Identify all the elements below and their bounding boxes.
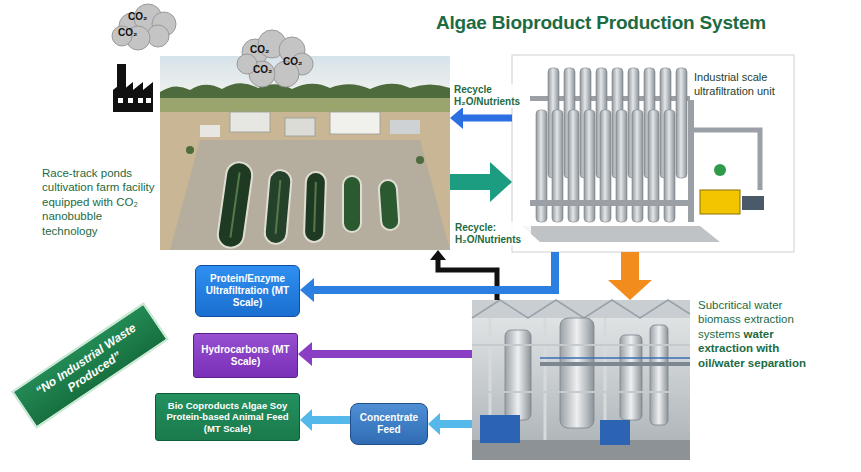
- factory-icon: [113, 64, 153, 112]
- arrow-head: [300, 278, 314, 302]
- photo-caption: Industrial scale ultrafiltration unit: [694, 71, 775, 97]
- flow-arrow: [300, 252, 555, 302]
- flow-arrow: [300, 409, 350, 431]
- flow-arrow: [298, 342, 472, 366]
- arrow-shaft: [311, 416, 350, 424]
- smoke-cloud: [237, 30, 313, 87]
- ultrafiltration-unit: Industrial scale ultrafiltration unit: [512, 55, 794, 252]
- box-label: Bio Coproducts Algae Soy Protein-based A…: [161, 400, 294, 434]
- caption-block: Subcritical water biomass extraction sys…: [698, 298, 810, 370]
- pond-photo: Race-track ponds cultivation farm facili…: [160, 56, 450, 250]
- photo-caption: Race-track ponds cultivation farm facili…: [42, 167, 154, 237]
- arrow-head: [608, 280, 652, 300]
- product-box: Protein/Enzyme Ultrafiltration (MT Scale…: [195, 265, 300, 317]
- extraction-system: Subcritical water biomass extraction sys…: [472, 300, 690, 460]
- smoke-cloud: [112, 4, 176, 50]
- box-label: Concentrate Feed: [356, 412, 422, 436]
- arrow-head: [428, 413, 440, 435]
- arrow-shaft: [462, 115, 512, 122]
- flow-arrow: [450, 107, 512, 129]
- co2-label: CO₂: [128, 11, 147, 22]
- flow-arrow: [428, 413, 472, 435]
- caption-block: Race-track ponds cultivation farm facili…: [42, 166, 156, 238]
- box-label: Protein/Enzyme Ultrafiltration (MT Scale…: [201, 273, 294, 309]
- arrow-shaft: [621, 252, 639, 281]
- diagram-title: Algae Bioproduct Production System: [436, 12, 766, 34]
- co2-label: CO₂: [253, 64, 272, 75]
- arrow-shaft: [450, 174, 491, 190]
- co2-label: CO₂: [283, 56, 302, 67]
- ultrafiltration-illustration: [512, 55, 794, 252]
- arrow-shaft: [313, 252, 555, 290]
- pond-photo: [160, 56, 450, 250]
- arrow-head: [298, 342, 312, 366]
- edge-label: Recycle: H₂O/Nutrients: [453, 222, 531, 246]
- process-box: Concentrate Feed: [350, 403, 428, 445]
- arrow-head: [300, 409, 312, 431]
- extraction-photo: [472, 300, 690, 460]
- arrow-shaft: [311, 350, 472, 358]
- arrow-head: [430, 250, 446, 260]
- arrow-shaft: [439, 420, 472, 428]
- box-label: Hydrocarbons (MT Scale): [199, 344, 292, 368]
- arrow-head: [450, 107, 463, 129]
- slogan-banner: “No Industrial Waste Produced”: [11, 302, 169, 429]
- banner-text: “No Industrial Waste Produced”: [24, 314, 156, 416]
- co2-label: CO₂: [250, 44, 269, 55]
- co2-label: CO₂: [118, 27, 137, 38]
- flow-arrow: [450, 162, 512, 202]
- arrow-head: [490, 162, 512, 202]
- edge-label: Recycle H₂O/Nutrients: [452, 84, 530, 108]
- product-box: Bio Coproducts Algae Soy Protein-based A…: [155, 393, 300, 441]
- caption-block: Industrial scale ultrafiltration unit: [694, 71, 790, 99]
- flow-arrow: [608, 252, 652, 300]
- product-box: Hydrocarbons (MT Scale): [193, 333, 298, 378]
